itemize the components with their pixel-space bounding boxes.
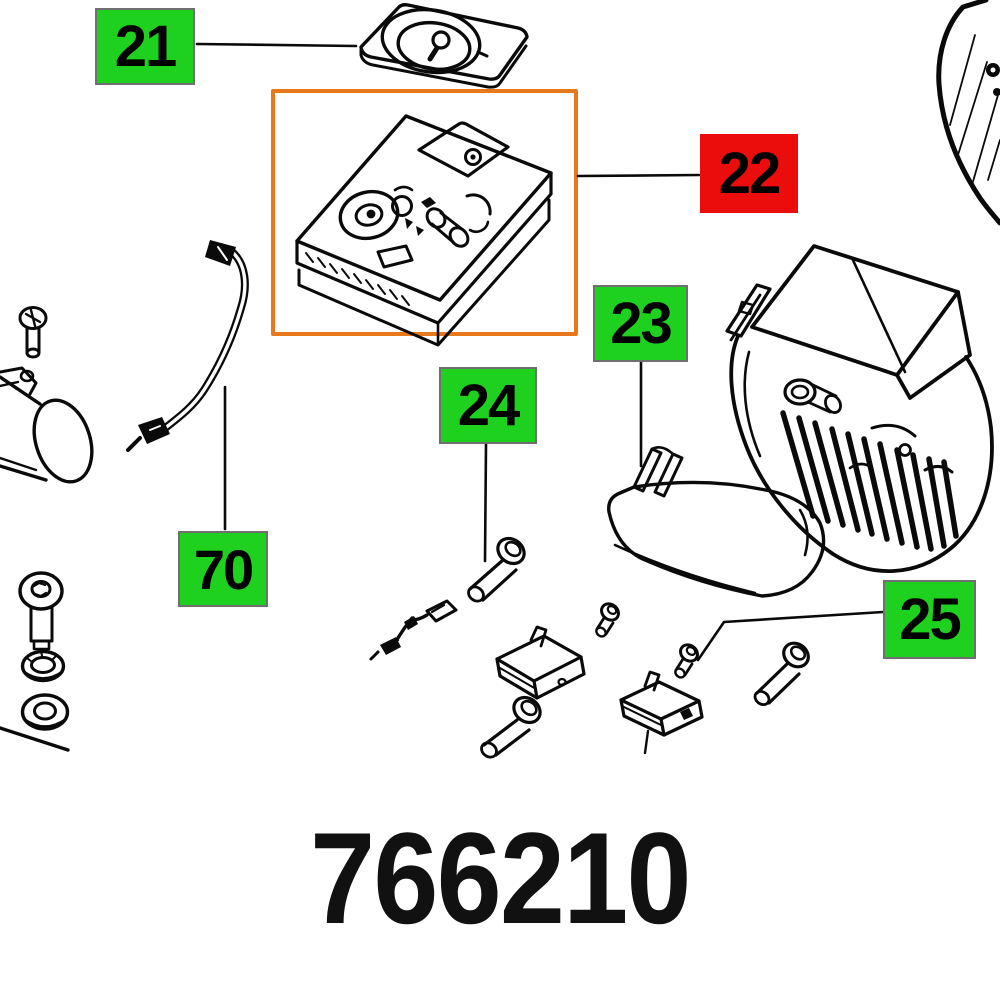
electronics-module-drawing	[295, 114, 553, 347]
screw-c-drawing	[480, 695, 542, 759]
highlight-box	[271, 89, 578, 336]
cover-plate-drawing	[359, 3, 529, 89]
part-label-24[interactable]: 24	[439, 367, 537, 444]
part-label-70[interactable]: 70	[178, 531, 268, 607]
left-cylinder-drawing	[0, 366, 94, 484]
small-screw-b-drawing	[674, 643, 699, 679]
housing-cover-drawing	[607, 446, 826, 598]
motor-housing-drawing	[725, 244, 994, 573]
brush-block-1-drawing	[495, 625, 586, 700]
part-label-22-selected[interactable]: 22	[700, 134, 798, 213]
part-label-23[interactable]: 23	[593, 285, 688, 362]
screw-washer-set-drawing	[0, 571, 70, 752]
screw-25-drawing	[753, 641, 810, 707]
part-label-25[interactable]: 25	[883, 580, 976, 659]
brush-block-2-drawing	[619, 670, 704, 755]
order-number: 766210	[0, 805, 1000, 951]
top-right-housing-drawing	[936, 0, 1000, 226]
screw-24-drawing	[467, 536, 526, 603]
order-number-text: 766210	[310, 805, 691, 951]
small-screw-a-drawing	[595, 602, 620, 638]
cable-drawing	[126, 240, 249, 452]
leader-lines	[195, 42, 885, 662]
part-label-21[interactable]: 21	[95, 8, 195, 85]
small-screw-left-drawing	[18, 306, 48, 359]
brush-with-wire-drawing	[369, 599, 458, 661]
